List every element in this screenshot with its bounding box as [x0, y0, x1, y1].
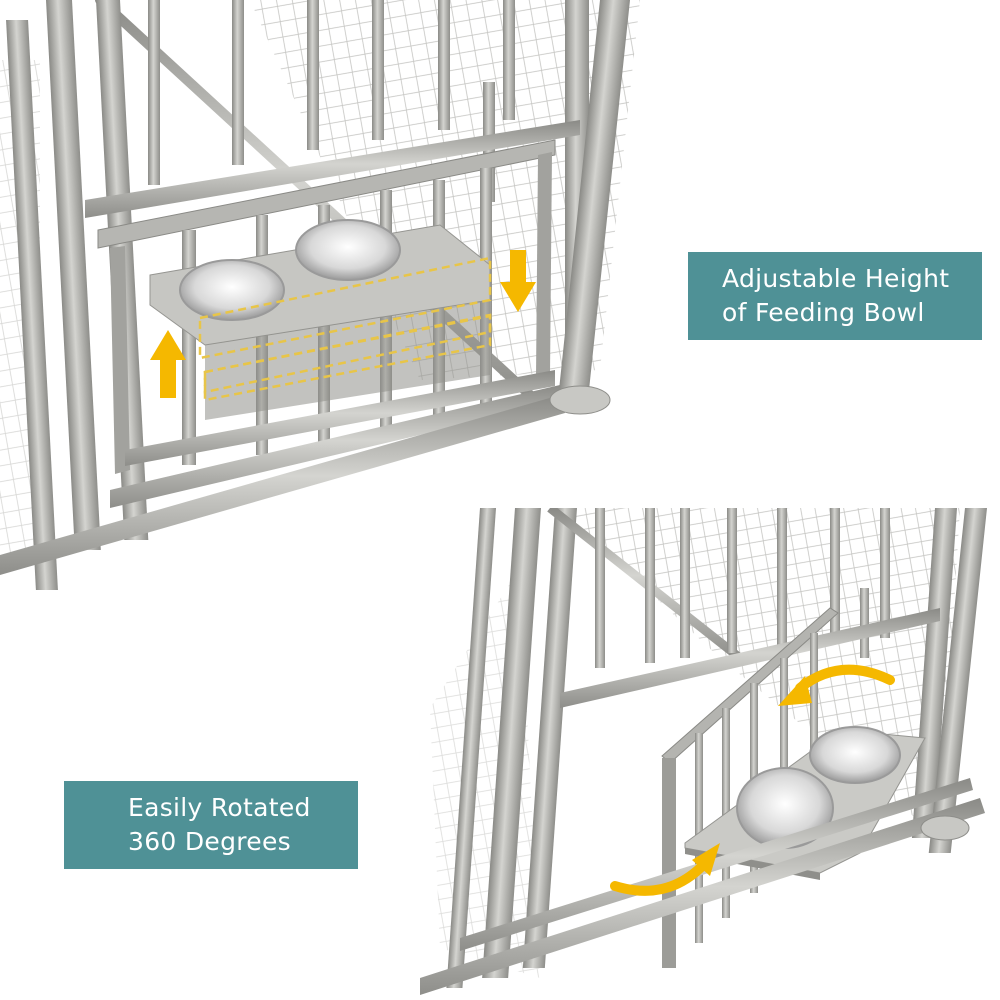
caption-line-1: Adjustable Height — [722, 264, 950, 293]
rotate-arrows-icon — [610, 664, 895, 896]
middle-rail — [85, 120, 580, 218]
arrow-down-icon — [500, 250, 536, 312]
rotation-illustration — [420, 508, 1000, 1000]
lower-position-outline — [203, 314, 492, 402]
feeding-bowl-back — [809, 726, 901, 784]
bottom-rail — [420, 798, 985, 995]
caption-line-2: of Feeding Bowl — [722, 298, 925, 327]
middle-rail — [560, 608, 940, 708]
feeding-bowl-right — [295, 219, 401, 281]
caption-line-2: 360 Degrees — [128, 827, 291, 856]
kennel-gate-rotated-view — [420, 508, 987, 995]
caption-line-1: Easily Rotated — [128, 793, 311, 822]
floor-plate — [920, 815, 970, 841]
left-post — [482, 508, 541, 978]
adjustable-height-illustration — [0, 0, 640, 590]
left-post — [45, 0, 101, 550]
floor-plate — [549, 385, 611, 415]
upper-position-outline — [198, 256, 492, 360]
caption-adjustable-height: Adjustable Height of Feeding Bowl — [688, 252, 982, 340]
bottom-rail — [0, 395, 565, 575]
feeder-frame — [662, 758, 676, 968]
kennel-gate-front-view — [0, 0, 640, 590]
arrow-up-icon — [150, 330, 186, 398]
caption-rotation: Easily Rotated 360 Degrees — [64, 781, 358, 869]
